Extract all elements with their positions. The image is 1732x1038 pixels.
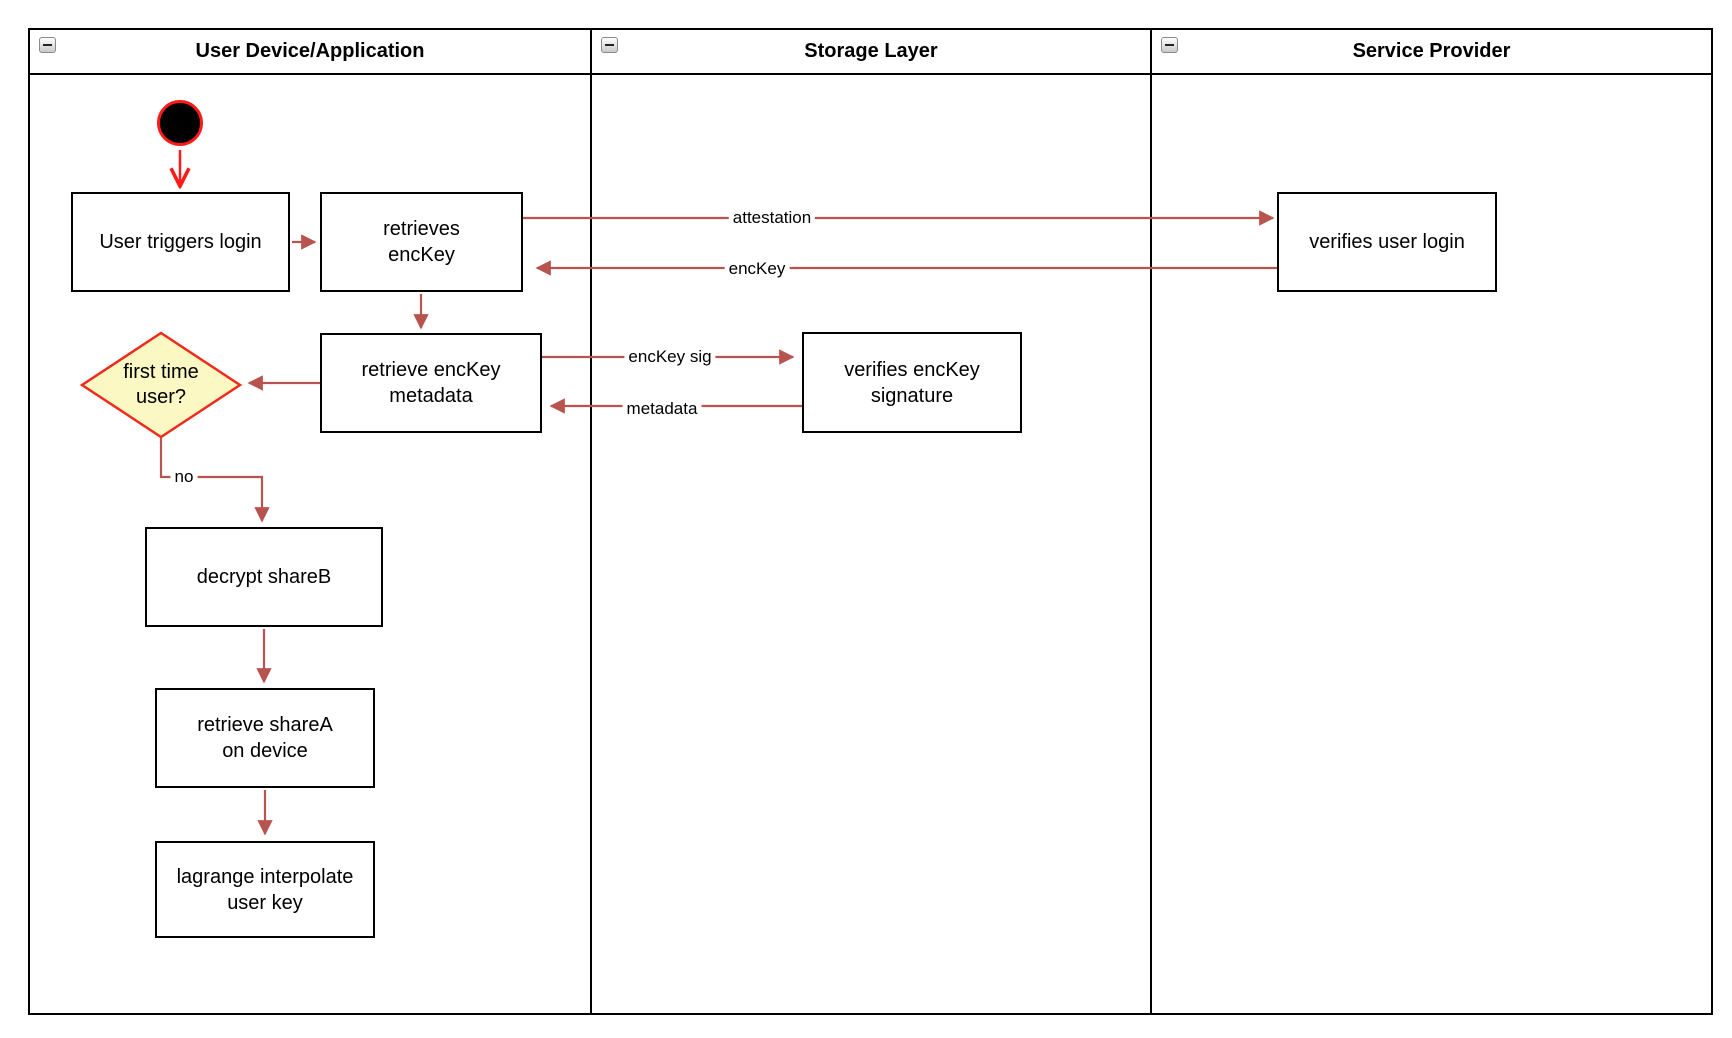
node-retrieve-sharea[interactable]: retrieve shareA on device — [155, 688, 375, 788]
edge-label-enckey: encKey — [724, 259, 790, 279]
collapse-minus-icon — [43, 44, 52, 46]
lane-user-device: User Device/Application — [30, 30, 592, 1013]
lane-header-storage-layer: Storage Layer — [592, 30, 1150, 75]
collapse-button[interactable] — [601, 37, 618, 53]
collapse-button[interactable] — [1161, 37, 1178, 53]
edge-label-enckey-sig: encKey sig — [624, 347, 716, 367]
collapse-minus-icon — [1165, 44, 1174, 46]
lane-storage-layer: Storage Layer — [592, 30, 1152, 1013]
lane-service-provider: Service Provider — [1152, 30, 1711, 1013]
lane-header-user-device: User Device/Application — [30, 30, 590, 75]
node-decrypt-shareb[interactable]: decrypt shareB — [145, 527, 383, 627]
lane-title: User Device/Application — [195, 40, 425, 62]
node-verifies-enckey-signature[interactable]: verifies encKey signature — [802, 332, 1022, 433]
node-verifies-user-login[interactable]: verifies user login — [1277, 192, 1497, 292]
edge-label-no: no — [170, 467, 198, 487]
node-retrieves-enckey[interactable]: retrieves encKey — [320, 192, 523, 292]
node-user-triggers-login[interactable]: User triggers login — [71, 192, 290, 292]
collapse-minus-icon — [605, 44, 614, 46]
lane-title: Service Provider — [1352, 40, 1511, 62]
node-retrieve-enckey-metadata[interactable]: retrieve encKey metadata — [320, 333, 542, 433]
lane-header-service-provider: Service Provider — [1152, 30, 1711, 75]
node-lagrange-interpolate[interactable]: lagrange interpolate user key — [155, 841, 375, 938]
collapse-button[interactable] — [39, 37, 56, 53]
edge-label-attestation: attestation — [728, 208, 816, 228]
decision-label: first time user? — [123, 361, 199, 408]
lane-title: Storage Layer — [804, 40, 938, 62]
edge-label-metadata: metadata — [622, 399, 702, 419]
